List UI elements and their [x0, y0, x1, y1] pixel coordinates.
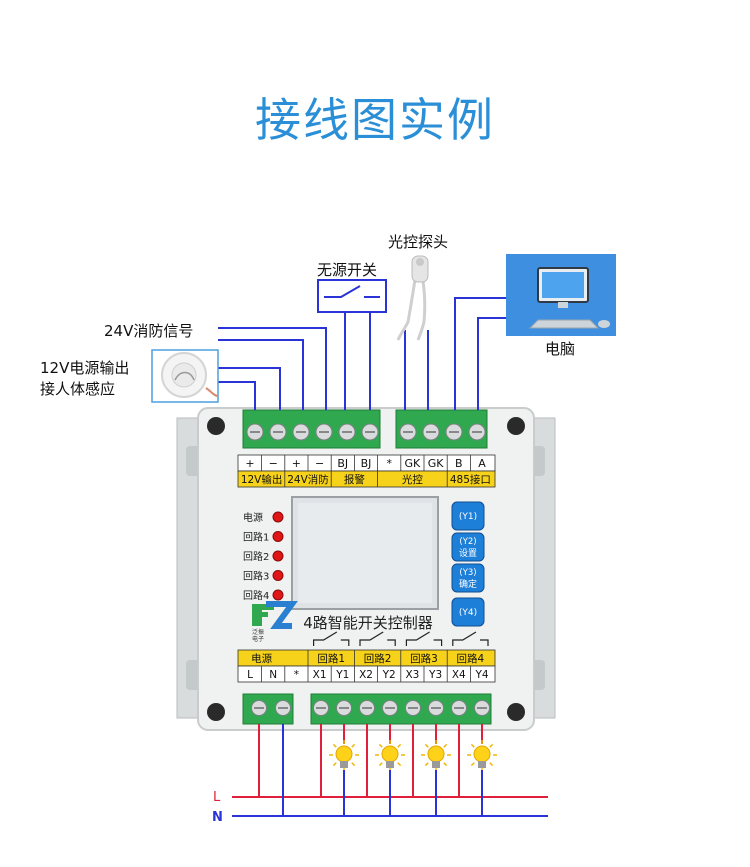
page-title: 接线图实例: [255, 93, 495, 147]
bottom-group-label: 回路4: [457, 652, 485, 665]
top-terminal-label: −: [315, 457, 324, 470]
lcd-inner: [298, 503, 432, 603]
light-bulb-icon: [467, 740, 497, 770]
top-terminal-label: +: [245, 457, 254, 470]
mount-hole: [507, 417, 525, 435]
button-label: (Y3): [459, 568, 476, 578]
relay-contact: [313, 631, 338, 646]
relay-contact: [387, 639, 396, 646]
button-label: 设置: [459, 548, 477, 559]
line-L-label: L: [213, 790, 221, 805]
power-output-label: 12V电源输出: [40, 359, 130, 377]
fire-signal-label: 24V消防信号: [104, 322, 194, 340]
logo-text: 电子: [252, 635, 264, 643]
control-button-y2[interactable]: [451, 532, 485, 562]
led-label: 回路1: [243, 531, 269, 544]
relay-contact: [452, 631, 477, 646]
led-label: 回路4: [243, 589, 269, 602]
control-button-y4[interactable]: [451, 597, 485, 627]
top-terminal-label: BJ: [361, 457, 372, 470]
status-led: [272, 531, 284, 542]
bottom-group-label: 回路1: [317, 652, 345, 665]
top-group-label: 报警: [344, 473, 365, 486]
bottom-terminal-label: Y3: [428, 669, 442, 681]
bottom-terminal-label: Y1: [335, 669, 349, 681]
light-bulb-icon: [375, 740, 405, 770]
top-terminal-label: GK: [428, 457, 445, 470]
bottom-group-label: 回路2: [364, 652, 392, 665]
mount-hole: [207, 417, 225, 435]
status-led: [272, 511, 284, 523]
pir-motion-sensor: [151, 349, 219, 403]
led-label: 回路2: [243, 550, 269, 563]
top-terminal-block-left: [242, 409, 381, 449]
relay-contact: [340, 639, 350, 646]
light-bulb-icon: [421, 740, 451, 770]
status-led: [272, 550, 284, 562]
bottom-terminal-label: N: [269, 669, 277, 681]
bottom-terminal-label: X4: [452, 669, 466, 681]
top-group-label: 485接口: [450, 473, 491, 486]
bottom-terminal-label: X3: [405, 669, 419, 681]
led-label: 回路3: [243, 570, 269, 583]
light-sensor-probe: [396, 255, 429, 341]
bottom-terminal-label: X1: [313, 669, 327, 681]
top-group-label: 光控: [402, 473, 423, 486]
bottom-terminal-label: Y2: [382, 669, 396, 681]
top-wires: [218, 297, 506, 410]
bottom-terminal-label: Y4: [474, 669, 488, 681]
relay-contact: [359, 631, 384, 646]
bottom-group-label: 回路3: [410, 652, 438, 665]
bottom-terminal-screws: [251, 700, 490, 716]
led-label: 电源: [243, 511, 263, 524]
top-terminal-label: *: [386, 457, 392, 470]
top-terminal-label: A: [478, 457, 486, 470]
device-name: 4路智能开关控制器: [303, 614, 433, 632]
top-terminal-screws: [246, 423, 486, 441]
status-led: [272, 570, 284, 581]
bottom-terminal-label-strip: [237, 665, 496, 683]
logo-text: 泛振: [252, 628, 264, 636]
computer-icon: [506, 254, 616, 336]
relay-symbols: [313, 631, 489, 646]
switch-symbol: [324, 285, 361, 298]
brand-logo: 泛振 电子: [252, 601, 298, 643]
bottom-terminal-label: *: [294, 669, 299, 681]
relay-contact: [405, 631, 430, 646]
top-terminal-label: GK: [405, 457, 422, 470]
top-group-label: 24V消防: [287, 473, 329, 486]
top-terminal-label: −: [269, 457, 278, 470]
button-label: (Y2): [459, 537, 476, 547]
top-terminal-label: +: [292, 457, 301, 470]
button-label: (Y1): [459, 512, 477, 522]
mount-hole: [207, 703, 225, 721]
computer-label: 电脑: [545, 340, 576, 358]
relay-contact: [480, 639, 489, 646]
bottom-group-label: 电源: [251, 652, 272, 665]
light-bulb-icon: [329, 740, 359, 770]
status-led: [272, 589, 284, 601]
top-terminal-label: BJ: [337, 457, 348, 470]
button-label: (Y4): [459, 608, 477, 618]
bottom-terminal-label: L: [247, 669, 253, 681]
light-sensor-label: 光控探头: [388, 233, 449, 251]
line-N-label: N: [212, 810, 223, 825]
control-button-y1[interactable]: [451, 501, 485, 531]
passive-switch-label: 无源开关: [317, 261, 378, 279]
mount-hole: [507, 703, 525, 721]
top-terminal-label: B: [455, 457, 463, 470]
button-label: 确定: [459, 578, 477, 590]
bottom-terminal-label: X2: [359, 669, 373, 681]
pir-sensor-label: 接人体感应: [40, 380, 116, 398]
relay-contact: [433, 639, 443, 646]
top-group-label-strip: [237, 470, 496, 488]
top-group-label: 12V输出: [241, 473, 283, 486]
control-button-y3[interactable]: [451, 563, 485, 593]
